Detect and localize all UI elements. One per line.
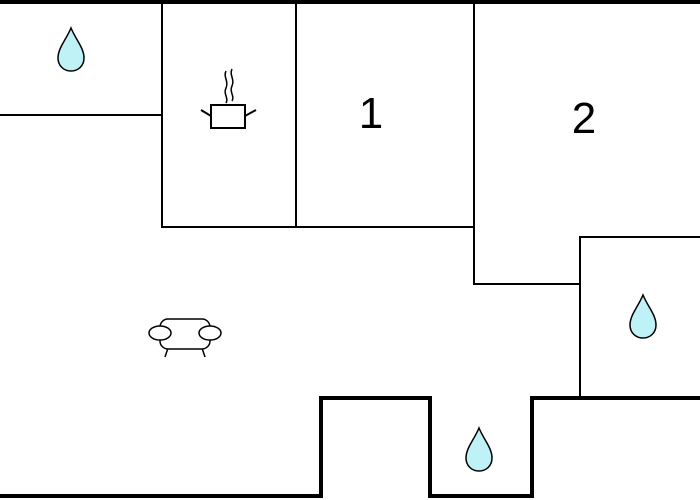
cooking-pot-icon: [200, 68, 257, 129]
outer-wall-bottom-notch: [319, 396, 700, 498]
water-drop-icon: [57, 26, 85, 72]
water-drop-icon: [465, 426, 493, 472]
water-drop-icon: [629, 293, 657, 339]
sofa-icon: [148, 318, 222, 358]
room-number-label: 2: [572, 94, 596, 143]
room-number-label: 1: [359, 89, 383, 138]
